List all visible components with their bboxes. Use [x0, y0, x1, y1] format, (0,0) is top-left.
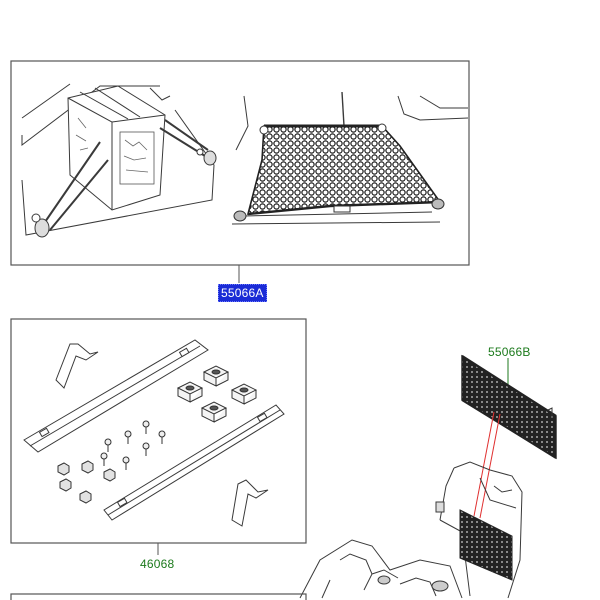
part-label-55066a[interactable]: 55066A: [218, 284, 267, 302]
panel-rail-kit: [10, 318, 307, 555]
trunk-interior: [299, 461, 523, 599]
pointer-lines: [473, 411, 501, 519]
cargo-net: [231, 91, 469, 225]
panel-cargo-restraint: [10, 60, 470, 283]
cargo-box-with-straps: [21, 83, 217, 238]
bottom-panel-edge: [10, 593, 307, 600]
part-label-55066b[interactable]: 55066B: [488, 345, 531, 359]
part-label-46068[interactable]: 46068: [140, 557, 175, 571]
rail-kit-parts: [23, 339, 285, 527]
net-partition: [461, 354, 557, 460]
